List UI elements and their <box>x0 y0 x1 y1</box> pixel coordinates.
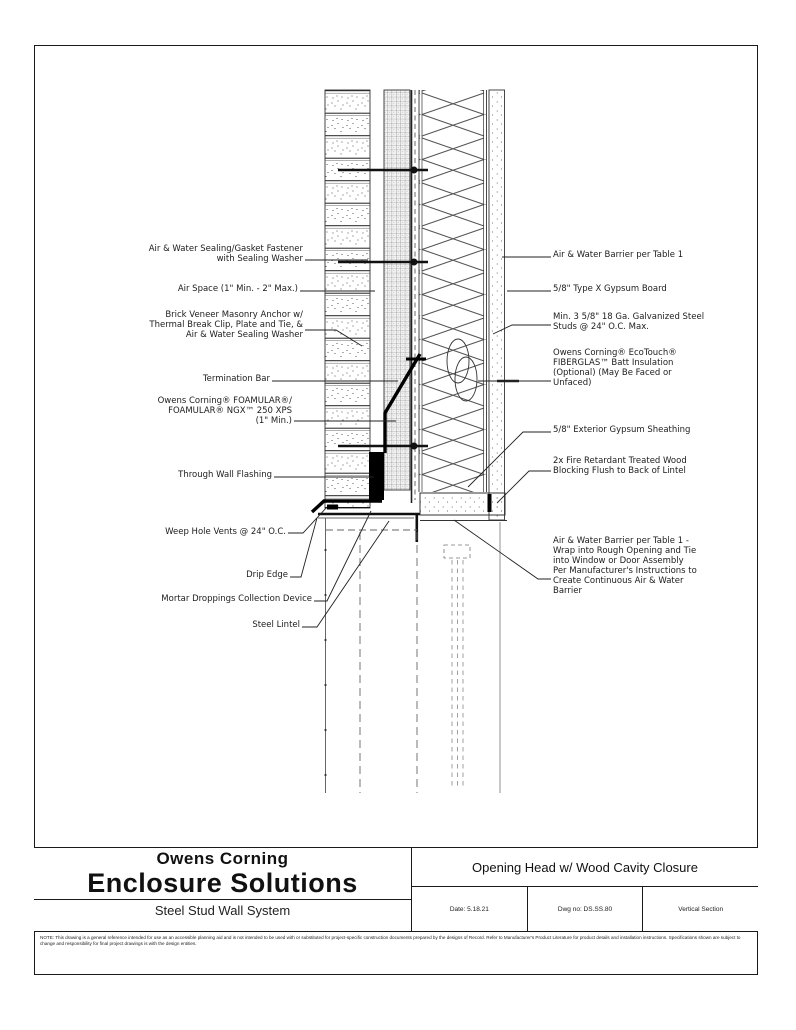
title-block-drawing-cell: Opening Head w/ Wood Cavity Closure Date… <box>412 848 758 931</box>
date-cell: Date: 5.18.21 <box>412 887 528 931</box>
label-aw-sealing-fastener: Air & Water Sealing/Gasket Fastener with… <box>148 244 303 265</box>
label-weep-hole-vents: Weep Hole Vents @ 24" O.C. <box>165 527 286 537</box>
company-name: Owens Corning <box>156 849 289 868</box>
system-name: Steel Stud Wall System <box>34 899 411 931</box>
label-foamular-xps: Owens Corning® FOAMULAR®/ FOAMULAR® NGX™… <box>157 396 292 427</box>
label-drip-edge: Drip Edge <box>246 570 288 580</box>
label-aw-barrier-table1: Air & Water Barrier per Table 1 <box>553 250 684 260</box>
brand-name: Enclosure Solutions <box>87 868 358 898</box>
label-brick-veneer-anchor: Brick Veneer Masonry Anchor w/ Thermal B… <box>149 310 303 341</box>
label-frt-wood-blocking: 2x Fire Retardant Treated Wood Blocking … <box>553 456 687 477</box>
label-through-wall-flashing: Through Wall Flashing <box>178 470 272 480</box>
label-steel-studs: Min. 3 5/8" 18 Ga. Galvanized Steel Stud… <box>553 312 705 333</box>
label-air-space: Air Space (1" Min. - 2" Max.) <box>177 284 298 294</box>
label-fiberglas-batt-insulation: Owens Corning® EcoTouch® FIBERGLAS™ Batt… <box>553 348 677 389</box>
label-steel-lintel: Steel Lintel <box>252 620 300 630</box>
label-mortar-collection-device: Mortar Droppings Collection Device <box>161 594 312 604</box>
general-notes: NOTE: This drawing is a general referenc… <box>40 935 741 947</box>
label-exterior-gypsum-sheathing: 5/8" Exterior Gypsum Sheathing <box>553 425 691 435</box>
title-block: Owens Corning Enclosure Solutions Steel … <box>34 847 758 932</box>
sheet-border <box>34 45 758 975</box>
title-block-company-cell: Owens Corning Enclosure Solutions Steel … <box>34 848 412 931</box>
label-termination-bar: Termination Bar <box>202 374 270 384</box>
label-type-x-gypsum-board: 5/8" Type X Gypsum Board <box>553 284 667 294</box>
dwg-no-cell: Dwg no: DS.SS.80 <box>528 887 644 931</box>
label-aw-barrier-wrap-note: Air & Water Barrier per Table 1 - Wrap i… <box>553 536 697 597</box>
view-cell: Vertical Section <box>678 905 724 913</box>
drawing-title: Opening Head w/ Wood Cavity Closure <box>412 848 758 887</box>
